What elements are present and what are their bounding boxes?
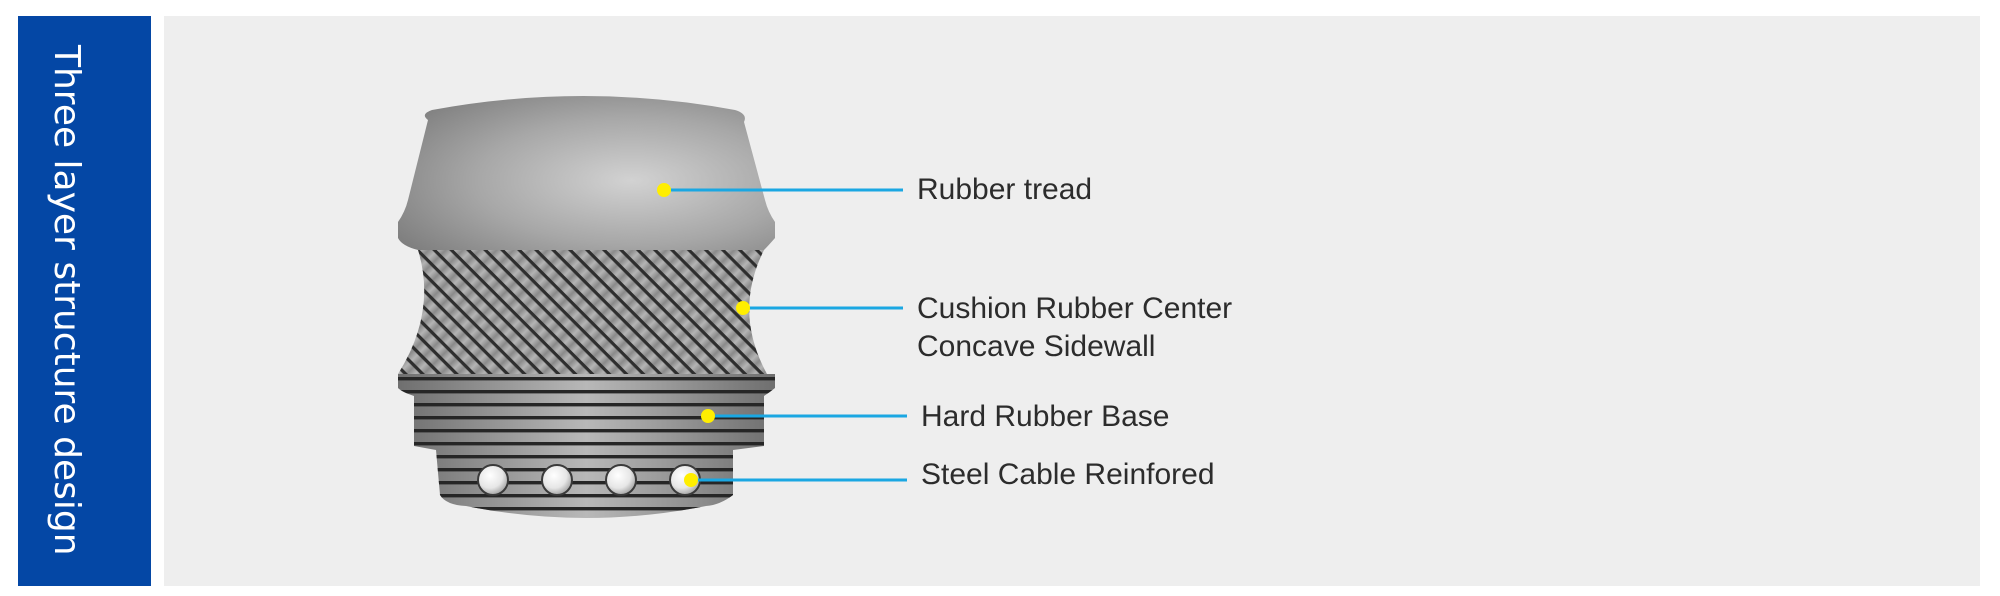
hard-rubber-base-layer [398,374,775,518]
cushion-rubber-layer [398,250,767,374]
rubber-tread-layer [398,96,775,250]
label-hard-rubber-base: Hard Rubber Base [921,398,1169,436]
sidebar-panel [18,16,151,586]
leader-steel-cable-marker [684,473,698,487]
steel-cable-2 [541,464,573,496]
label-steel-cable: Steel Cable Reinfored [921,456,1215,494]
steel-cable-3 [605,464,637,496]
label-cushion-rubber: Cushion Rubber Center Concave Sidewall [917,290,1232,366]
leader-hard-rubber-base-marker [701,409,715,423]
steel-cable-1 [477,464,509,496]
label-rubber-tread: Rubber tread [917,171,1092,209]
callout-leaders [657,183,907,487]
label-line: Concave Sidewall [917,330,1156,363]
label-line: Rubber tread [917,173,1093,206]
leader-cushion-rubber-marker [736,301,750,315]
label-line: Hard Rubber Base [921,400,1170,433]
leader-rubber-tread-marker [657,183,671,197]
label-line: Steel Cable Reinfored [921,458,1215,491]
label-line: Cushion Rubber Center [917,292,1233,325]
